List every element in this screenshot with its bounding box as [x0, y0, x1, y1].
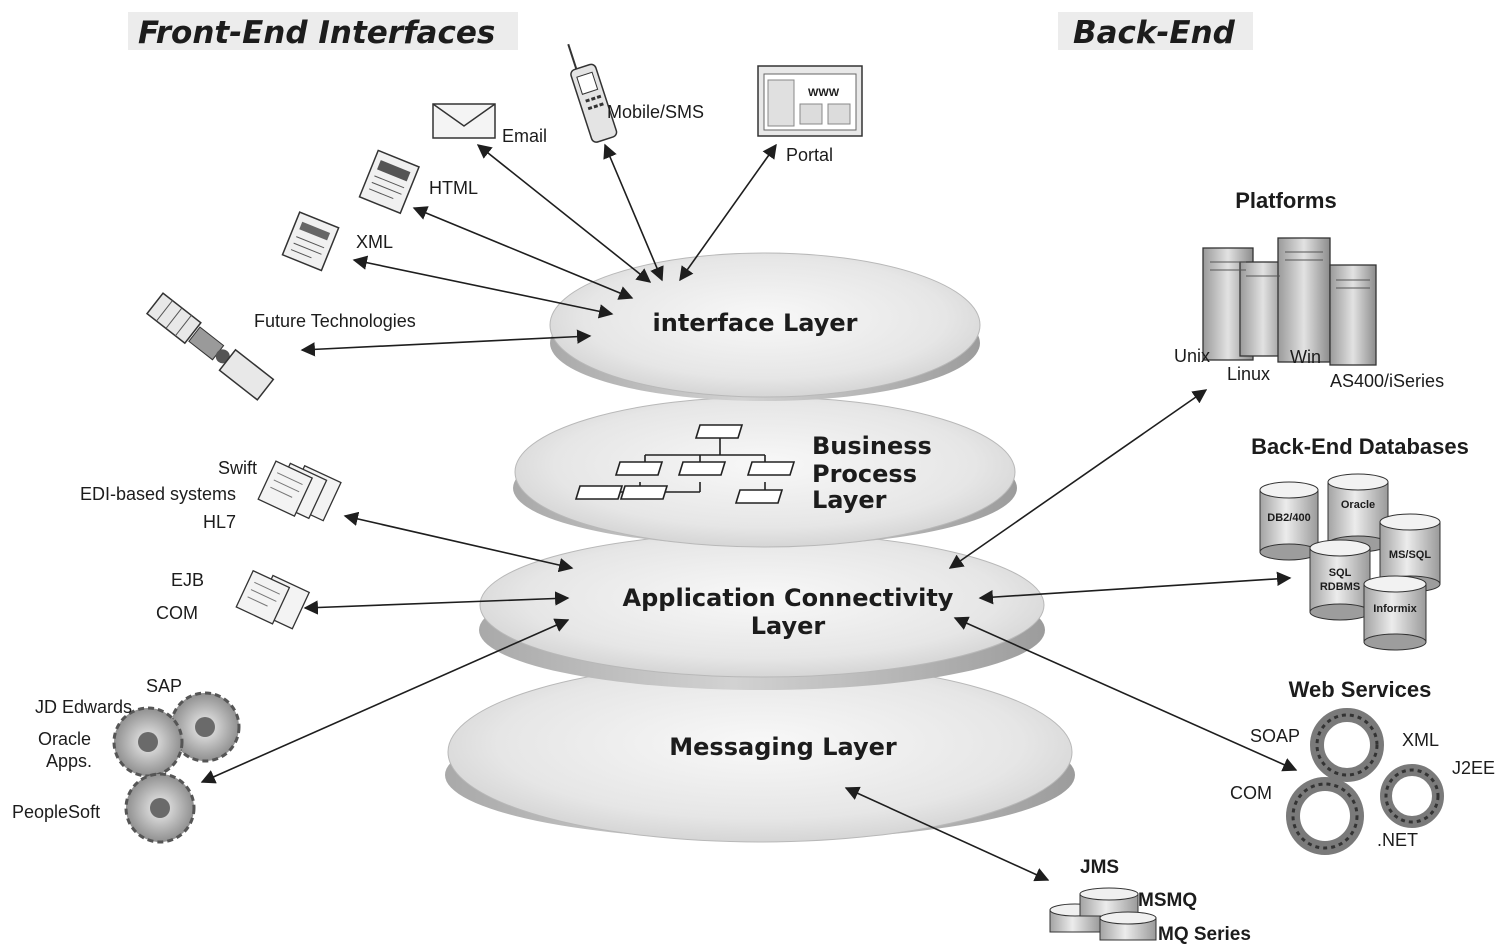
ejb-label: EJB: [171, 570, 204, 590]
svg-text:Informix: Informix: [1373, 603, 1417, 615]
back-end-heading: Back-End: [1073, 15, 1236, 51]
arrow-html: [412, 206, 634, 300]
interface-layer-label: interface Layer: [653, 309, 858, 337]
svg-text:SQL: SQL: [1329, 567, 1352, 579]
arrow-email: [476, 144, 652, 283]
application-connectivity-layer-label: Application Connectivity Layer: [623, 584, 954, 640]
workflow-chart-icon: [574, 424, 796, 504]
ejb-com-documents-icon: [235, 569, 311, 630]
as400-label: AS400/iSeries: [1330, 371, 1444, 391]
arrow-mobile: [603, 143, 664, 282]
swift-label: Swift: [218, 458, 257, 478]
arrow-databases: [978, 571, 1292, 605]
hl7-label: HL7: [203, 512, 236, 532]
message-queue-icon: [1049, 887, 1157, 941]
unix-label: Unix: [1174, 346, 1210, 366]
oracle-apps-label-2: Apps.: [46, 751, 92, 771]
front-end-heading: Front-End Interfaces: [138, 15, 495, 51]
mq-series-label: MQ Series: [1158, 924, 1251, 945]
linux-label: Linux: [1227, 364, 1270, 384]
connection-arrows: [200, 143, 1298, 882]
xml-label: XML: [356, 232, 393, 252]
svg-text:Process: Process: [812, 460, 917, 488]
svg-text:Business: Business: [812, 432, 932, 460]
svg-text:Application Connectivity: Application Connectivity: [623, 584, 954, 612]
svg-text:DB2/400: DB2/400: [1267, 512, 1310, 524]
sap-label: SAP: [146, 676, 182, 696]
portal-label: Portal: [786, 145, 833, 165]
back-end-heading-bg: [1058, 12, 1253, 50]
db2-database: DB2/400: [1259, 481, 1319, 561]
front-end-heading-bg: [128, 12, 518, 50]
arrow-platforms: [948, 389, 1208, 569]
email-envelope-icon: [432, 103, 496, 139]
arrow-future-tech: [300, 329, 592, 357]
win-label: Win: [1290, 347, 1321, 367]
svg-text:Oracle: Oracle: [1341, 499, 1375, 511]
web-services-title: Web Services: [1289, 677, 1432, 702]
arrow-erp: [200, 618, 570, 784]
xml-ws-label: XML: [1402, 730, 1439, 750]
database-cylinders-icon: DB2/400 Oracle MS/SQL SQL RDBMS Informix: [1259, 473, 1441, 651]
svg-text:Layer: Layer: [812, 486, 887, 514]
svg-text:Layer: Layer: [751, 612, 826, 640]
application-connectivity-layer-disc: [479, 532, 1045, 690]
peoplesoft-label: PeopleSoft: [12, 802, 100, 822]
arrow-ejb-com: [303, 591, 570, 615]
com-ws-label: COM: [1230, 783, 1272, 803]
mobile-phone-icon: [567, 43, 618, 143]
platforms-title: Platforms: [1235, 188, 1336, 213]
net-label: .NET: [1377, 830, 1418, 850]
msmq-label: MSMQ: [1138, 890, 1197, 911]
business-process-layer-label: Business Process Layer: [812, 432, 932, 514]
server-towers-icon: [1202, 237, 1377, 366]
arrow-swift-edi: [343, 511, 574, 573]
messaging-layer-label: Messaging Layer: [669, 733, 897, 761]
erp-gears-icon: [112, 691, 241, 844]
informix-database: Informix: [1363, 575, 1427, 651]
email-label: Email: [502, 126, 547, 146]
jd-edwards-label: JD Edwards: [35, 697, 132, 717]
satellite-icon: [145, 292, 275, 401]
interface-layer-disc: [549, 252, 981, 401]
edi-label: EDI-based systems: [80, 484, 236, 504]
jms-label: JMS: [1080, 857, 1119, 878]
databases-title: Back-End Databases: [1251, 434, 1469, 459]
future-technologies-label: Future Technologies: [254, 311, 416, 331]
web-services-rings-icon: [1286, 708, 1444, 855]
svg-text:RDBMS: RDBMS: [1320, 581, 1360, 593]
edi-documents-icon: [257, 460, 342, 522]
arrow-xml: [352, 255, 614, 319]
arrow-portal: [679, 143, 777, 282]
arrow-messaging: [844, 786, 1050, 882]
mobile-sms-label: Mobile/SMS: [607, 102, 704, 122]
html-label: HTML: [429, 178, 478, 198]
svg-text:MS/SQL: MS/SQL: [1389, 549, 1431, 561]
sql-rdbms-database: SQL RDBMS: [1309, 539, 1371, 621]
portal-window-icon: WWW: [757, 65, 863, 137]
oracle-apps-label-1: Oracle: [38, 729, 91, 749]
portal-screen-text: WWW: [808, 87, 840, 99]
soap-label: SOAP: [1250, 726, 1300, 746]
arrow-web-services: [953, 616, 1298, 772]
html-document-icon: [358, 149, 420, 215]
xml-document-icon: [281, 211, 340, 272]
j2ee-label: J2EE: [1452, 758, 1495, 778]
com-label-front: COM: [156, 603, 198, 623]
